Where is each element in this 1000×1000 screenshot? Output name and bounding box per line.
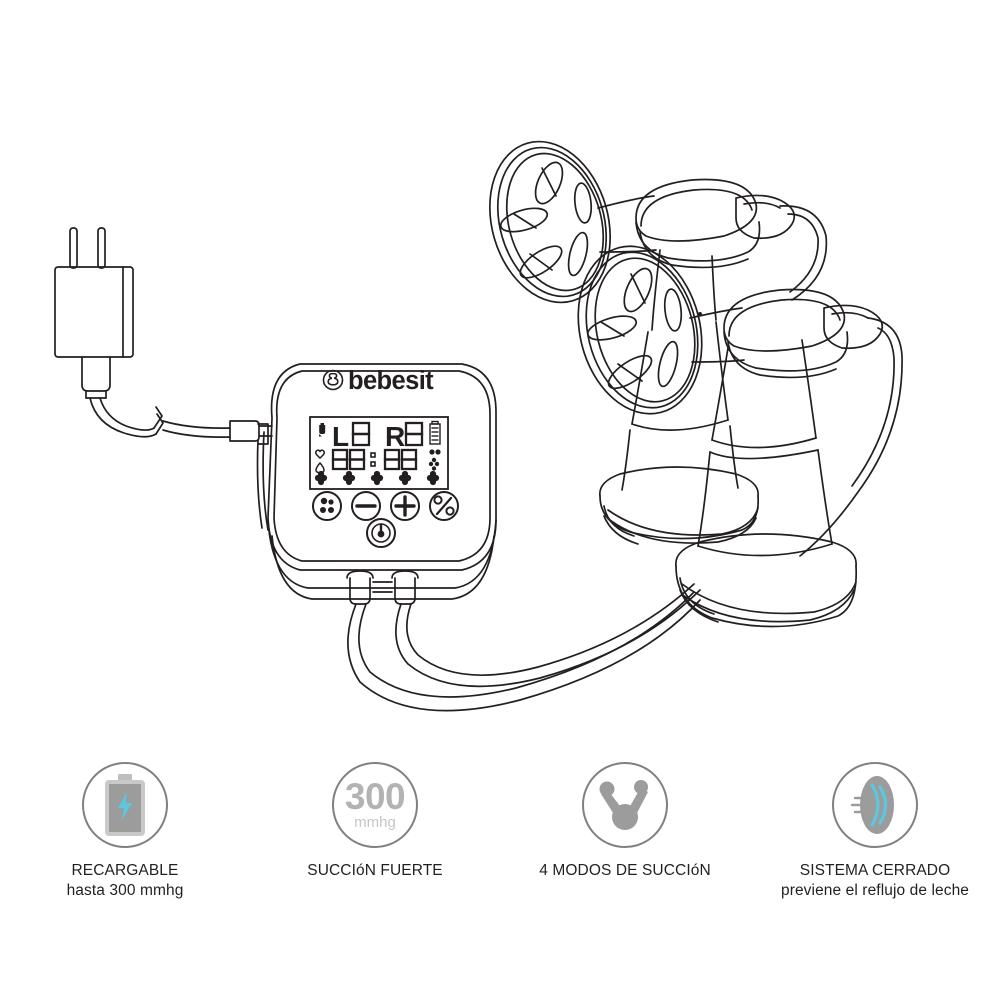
lcd-battery-icon [429,420,441,445]
feature-title: SISTEMA CERRADO [799,862,951,879]
tube-upper-route [779,205,903,557]
pump-head-front [723,288,884,379]
feature-strip: RECARGABLE hasta 300 mmhg 300 mmhg SUCCI… [0,762,1000,962]
tube-connectors [346,570,419,605]
lightning-bolt-icon [118,792,132,820]
modes-molecule-icon [582,762,668,848]
closed-system-waves-icon [832,762,918,848]
suction-button[interactable] [429,491,459,521]
battery-charging-icon [82,762,168,848]
feature-title: 4 MODOS DE SUCCIóN [539,862,711,879]
bottle-front [675,339,858,628]
mode-button[interactable] [312,491,342,521]
pump-head-back [635,178,796,331]
feature-title: RECARGABLE [71,862,179,879]
power-button[interactable] [366,518,396,548]
svg-text:R: R [385,421,405,452]
control-buttons [312,491,459,548]
bottle-back [599,321,760,545]
feature-subtitle: previene el reflujo de leche [780,882,970,899]
breast-shield-back [488,140,657,304]
pressure-value: 300 [344,775,406,817]
lcd-contents: L R [314,420,441,486]
molecule-shape [599,780,648,830]
battery-body-icon [105,780,145,836]
lcd-bottle-icon [319,423,326,437]
charging-cable [89,397,273,442]
power-adapter-icon [54,227,134,399]
lcd-screen [309,416,449,490]
minus-button[interactable] [351,491,381,521]
suction-tubes [347,583,701,712]
feature-item-four-modes: 4 MODOS DE SUCCIóN [500,762,750,881]
feature-item-closed-system: SISTEMA CERRADO previene el reflujo de l… [750,762,1000,901]
brand-logo: bebesit [322,367,435,395]
lcd-level-indicators [314,470,440,486]
svg-text:L: L [332,421,349,452]
lcd-heart-icon [314,449,326,460]
feature-title: SUCCIóN FUERTE [307,862,443,879]
battery-cap-icon [118,774,132,781]
lcd-massage-icon [429,449,441,455]
pressure-unit: mmhg [354,813,396,831]
pump-control-unit [256,363,497,600]
pressure-value-icon: 300 mmhg [332,762,418,848]
feature-label-strong-suction: SUCCIóN FUERTE [307,861,442,881]
feature-label-closed-system: SISTEMA CERRADO previene el reflujo de l… [781,861,969,901]
feature-item-strong-suction: 300 mmhg SUCCIóN FUERTE [250,762,500,881]
breast-shield-front [577,245,745,415]
feature-label-rechargeable: RECARGABLE hasta 300 mmhg [67,861,184,901]
lcd-flower-right-icon [428,457,440,471]
feature-label-four-modes: 4 MODOS DE SUCCIóN [539,861,710,881]
feature-item-rechargeable: RECARGABLE hasta 300 mmhg [0,762,250,901]
closed-system-shape [850,776,894,834]
feature-subtitle: hasta 300 mmhg [66,882,184,899]
plus-button[interactable] [390,491,420,521]
svg-text:bebesit: bebesit [348,367,434,395]
